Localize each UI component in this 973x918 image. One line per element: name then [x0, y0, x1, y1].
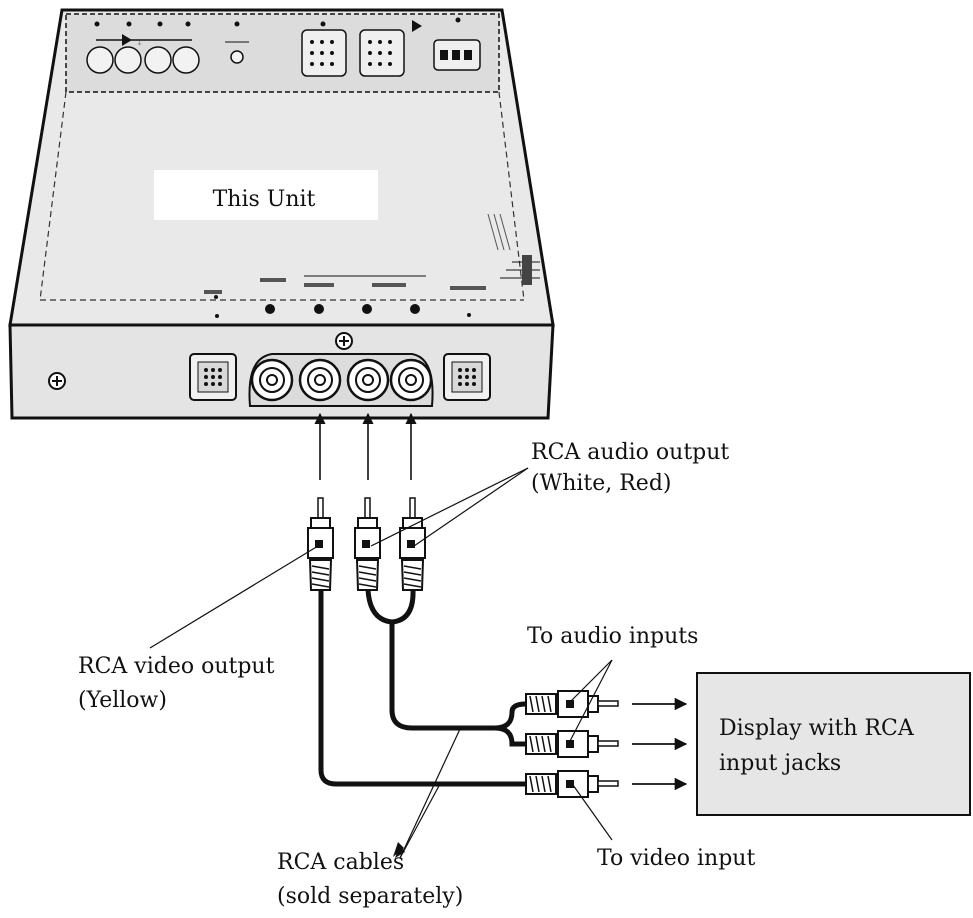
round-connector	[172, 46, 200, 74]
top-strip-tuner-jack	[225, 21, 249, 64]
callout-video-output-line2: (Yellow)	[78, 688, 167, 713]
callout-leaders	[149, 467, 613, 859]
rca-plug-video-source	[307, 497, 334, 591]
top-strip-multipin-connectors	[301, 20, 422, 77]
head-unit: ⏚	[8, 8, 555, 420]
callout-audio-inputs: To audio inputs	[527, 624, 698, 649]
leader-line	[572, 784, 613, 841]
leader-line	[568, 659, 613, 704]
display-label-line1: Display with RCA	[719, 716, 915, 741]
callout-leader-arrowheads	[393, 842, 405, 858]
front-multipin-connector-right	[443, 353, 491, 401]
svg-text:⏚: ⏚	[137, 40, 142, 47]
video-cable	[318, 587, 529, 787]
callout-cables-line2: (sold separately)	[277, 884, 463, 909]
rca-jack-panel	[248, 353, 434, 407]
display-box	[696, 672, 971, 816]
audio-cable-branch	[492, 725, 529, 747]
top-strip-round-connectors: ⏚	[86, 21, 200, 74]
unit-label: This Unit	[213, 187, 316, 212]
audio-cable	[389, 619, 529, 731]
rca-jack	[298, 358, 342, 402]
rear-jack-printed-labels	[204, 275, 486, 318]
leader-line	[399, 728, 461, 859]
round-connector	[114, 46, 142, 74]
display-label-line2: input jacks	[719, 751, 841, 776]
screw-icon	[335, 332, 353, 350]
rca-plug-audio-dest-2	[525, 730, 619, 758]
callout-video-input: To video input	[597, 846, 755, 871]
to-display-arrows	[632, 697, 688, 791]
leader-line	[399, 783, 441, 859]
rca-cables	[318, 587, 529, 787]
callout-audio-output-line1: RCA audio output	[531, 440, 729, 465]
rca-plug-red-source	[399, 497, 426, 591]
leader-line	[149, 545, 319, 649]
round-connector	[144, 46, 172, 74]
rca-jack	[389, 358, 433, 402]
callout-cables-line1: RCA cables	[277, 850, 404, 875]
plug-in-arrows	[314, 412, 417, 480]
dashed-edge-right	[498, 91, 525, 301]
screw-icon	[48, 372, 66, 390]
side-label-marks	[487, 213, 540, 285]
leader-line	[413, 467, 529, 547]
rca-jack	[346, 358, 390, 402]
round-connector	[86, 46, 114, 74]
rca-plug-audio-dest-1	[525, 690, 619, 718]
callout-video-output-line1: RCA video output	[78, 654, 275, 679]
rca-plug-video-dest	[525, 770, 619, 798]
leader-line	[568, 659, 613, 744]
top-strip-power-connector	[433, 17, 481, 71]
leader-line	[370, 467, 529, 547]
callout-audio-output-line2: (White, Red)	[531, 471, 672, 496]
rca-jack	[250, 358, 294, 402]
unit-label-box	[154, 170, 378, 220]
audio-cable-split	[365, 587, 416, 625]
front-multipin-connector-left	[189, 353, 237, 401]
dashed-edge-left	[39, 91, 67, 301]
